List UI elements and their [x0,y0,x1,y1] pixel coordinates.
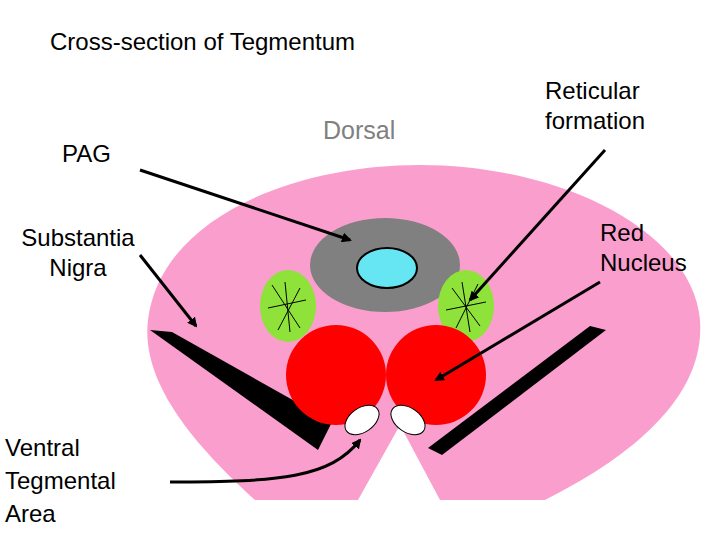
network-line [285,282,290,332]
reticular-network-left [268,282,306,332]
network-line [462,282,470,332]
structure-label: Red Nucleus [600,218,715,278]
tegmentum-section [147,165,700,500]
leader-arrow [170,440,360,482]
structure-label: Ventral Tegmental Area [5,431,135,530]
vta-left [340,399,385,440]
leader-arrow [436,282,600,380]
cerebral-aqueduct [357,248,417,288]
vta-right [386,399,431,440]
structure-label: PAG [62,139,111,169]
leader-arrow [470,150,605,300]
structure-label: Reticular formation [545,76,680,136]
leader-arrow [140,255,196,326]
leader-arrow [140,170,350,240]
diagram-title: Cross-section of Tegmentum [50,27,355,57]
structure-label: Dorsal [323,115,395,145]
structure-label: Substantia Nigra [3,223,153,283]
reticular-formation-left [260,270,316,342]
periaqueductal-gray [310,218,460,312]
